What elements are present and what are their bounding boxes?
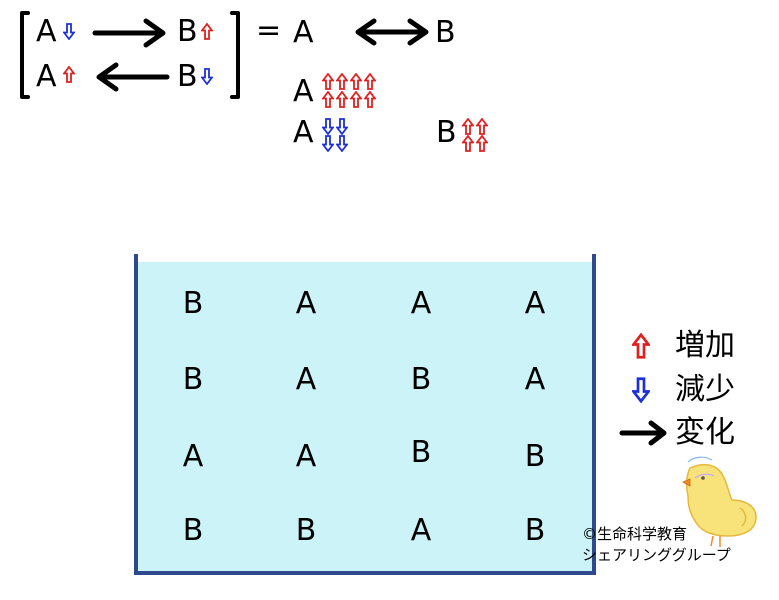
equals-sign: =	[256, 13, 282, 48]
row2-right-letter: B	[177, 59, 198, 94]
legend-change-icon	[619, 420, 667, 446]
molecule: B	[524, 439, 546, 474]
molecule: A	[295, 362, 317, 397]
equilibrium-left-letter: A	[293, 15, 314, 50]
chick-mascot-logo	[682, 456, 757, 547]
legend-increase-label: 増加	[675, 328, 735, 363]
legend-decrease-icon	[632, 377, 650, 403]
left-arrow-icon	[96, 62, 170, 92]
example2-right-letter: B	[436, 115, 457, 150]
legend-change-label: 変化	[675, 415, 735, 450]
right-bracket	[230, 11, 240, 99]
molecule: A	[295, 286, 317, 321]
increase-arrow-group	[462, 118, 488, 152]
increase-arrow-icon	[201, 23, 213, 40]
row2-left-letter: A	[36, 59, 57, 94]
molecule: B	[524, 513, 546, 548]
double-arrow-icon	[355, 18, 429, 46]
decrease-arrow-group	[322, 118, 348, 152]
molecule: B	[410, 435, 432, 470]
decrease-arrow-icon	[201, 68, 213, 85]
equilibrium-right-letter: B	[435, 15, 456, 50]
molecule: B	[182, 513, 204, 548]
molecule: B	[410, 362, 432, 397]
legend-decrease-label: 減少	[675, 372, 735, 407]
row1-right-letter: B	[177, 14, 198, 49]
beaker-water	[136, 262, 594, 572]
credit-line1: ©生命科学教育	[582, 525, 688, 543]
right-arrow-icon	[92, 18, 166, 48]
example2-left-letter: A	[293, 115, 314, 150]
molecule: A	[524, 362, 546, 397]
increase-arrow-group	[322, 73, 376, 108]
molecule: A	[182, 439, 204, 474]
legend-increase-icon	[632, 333, 650, 359]
credit-line2: シェアリンググループ	[582, 546, 731, 564]
molecule: A	[524, 286, 546, 321]
left-bracket	[20, 11, 30, 99]
row1-left-letter: A	[36, 14, 57, 49]
molecule: A	[295, 439, 317, 474]
increase-arrow-icon	[63, 66, 75, 83]
molecule: B	[182, 362, 204, 397]
molecule: A	[410, 513, 432, 548]
beaker-walls	[134, 254, 596, 575]
molecule: B	[182, 286, 204, 321]
molecule: B	[295, 513, 317, 548]
molecule: A	[410, 286, 432, 321]
decrease-arrow-icon	[63, 23, 75, 40]
example1-left-letter: A	[293, 74, 314, 109]
